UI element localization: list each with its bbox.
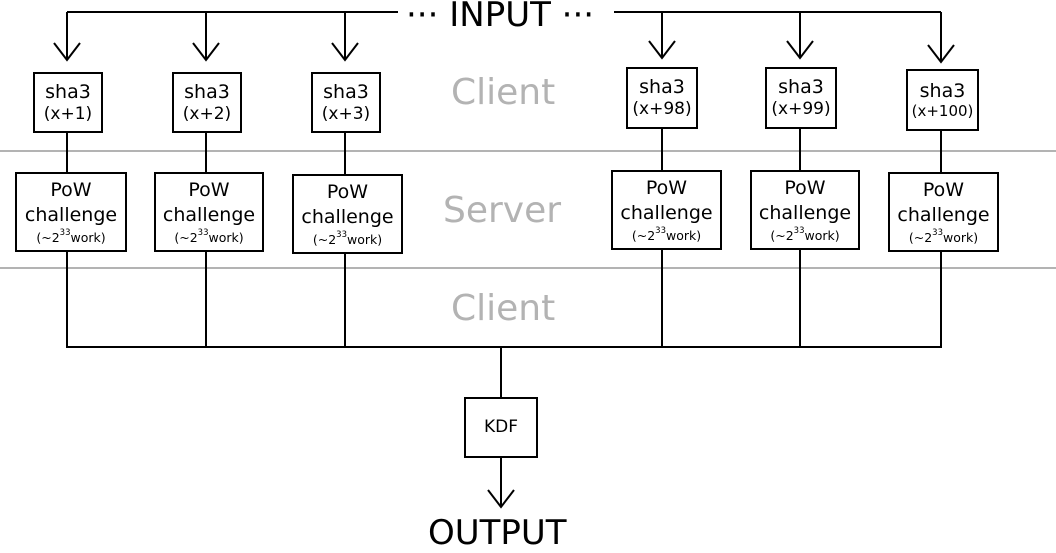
sha3-box: sha3 (x+100) [906, 69, 979, 131]
pow-work-estimate: (~233work) [908, 228, 979, 245]
hash-function-label: sha3 [323, 80, 369, 103]
hash-argument-label: (x+2) [182, 103, 232, 124]
sha3-box: sha3 (x+2) [172, 72, 242, 133]
sha3-box: sha3 (x+99) [765, 67, 837, 129]
pow-title: PoW [50, 179, 92, 201]
hash-function-label: sha3 [919, 79, 966, 102]
pow-title: PoW [188, 179, 230, 201]
pow-challenge-box: PoW challenge (~233work) [15, 172, 127, 252]
hash-function-label: sha3 [639, 76, 685, 99]
pow-subtitle: challenge [758, 202, 852, 224]
pow-work-estimate: (~233work) [631, 226, 702, 243]
sha3-box: sha3 (x+3) [311, 72, 381, 133]
pow-challenge-box: PoW challenge (~233work) [292, 174, 403, 254]
output-arrow-head [487, 489, 515, 509]
hash-argument-label: (x+99) [771, 99, 831, 120]
pow-challenge-box: PoW challenge (~233work) [154, 172, 264, 252]
pow-work-estimate: (~233work) [770, 226, 840, 243]
input-label: ··· INPUT ··· [404, 0, 597, 35]
zone-label-client-top: Client [451, 72, 556, 113]
pow-work-estimate: (~233work) [312, 230, 383, 247]
output-label: OUTPUT [428, 513, 567, 553]
hash-function-label: sha3 [778, 76, 824, 99]
pow-challenge-box: PoW challenge (~233work) [611, 170, 722, 250]
arrow-head-3 [331, 42, 359, 62]
arrow-head-6 [927, 44, 955, 64]
pow-title: PoW [645, 177, 688, 199]
pow-subtitle: challenge [301, 206, 394, 228]
arrow-head-4 [648, 40, 676, 60]
pow-challenge-box: PoW challenge (~233work) [750, 170, 860, 250]
arrow-head-5 [786, 40, 814, 60]
arrow-head-1 [53, 42, 81, 62]
kdf-box: KDF [464, 397, 538, 458]
pow-work-estimate: (~233work) [36, 228, 106, 245]
hash-argument-label: (x+98) [632, 99, 692, 120]
kdf-label: KDF [483, 417, 519, 438]
pow-work-estimate: (~233work) [174, 228, 244, 245]
sha3-box: sha3 (x+98) [626, 67, 698, 129]
arrow-head-2 [192, 42, 220, 62]
pow-title: PoW [922, 179, 965, 201]
hash-function-label: sha3 [184, 80, 230, 103]
pow-title: PoW [326, 181, 369, 203]
hash-function-label: sha3 [45, 80, 91, 103]
hash-argument-label: (x+3) [321, 103, 371, 124]
pow-subtitle: challenge [620, 202, 713, 224]
hash-argument-label: (x+100) [911, 102, 974, 121]
pow-challenge-box: PoW challenge (~233work) [888, 172, 999, 252]
hash-argument-label: (x+1) [43, 103, 93, 124]
pow-subtitle: challenge [162, 204, 256, 226]
zone-label-server: Server [443, 190, 562, 231]
zone-label-client-bottom: Client [451, 288, 556, 329]
pow-subtitle: challenge [897, 204, 990, 226]
pow-title: PoW [784, 177, 826, 199]
pow-subtitle: challenge [24, 204, 118, 226]
sha3-box: sha3 (x+1) [33, 72, 103, 133]
